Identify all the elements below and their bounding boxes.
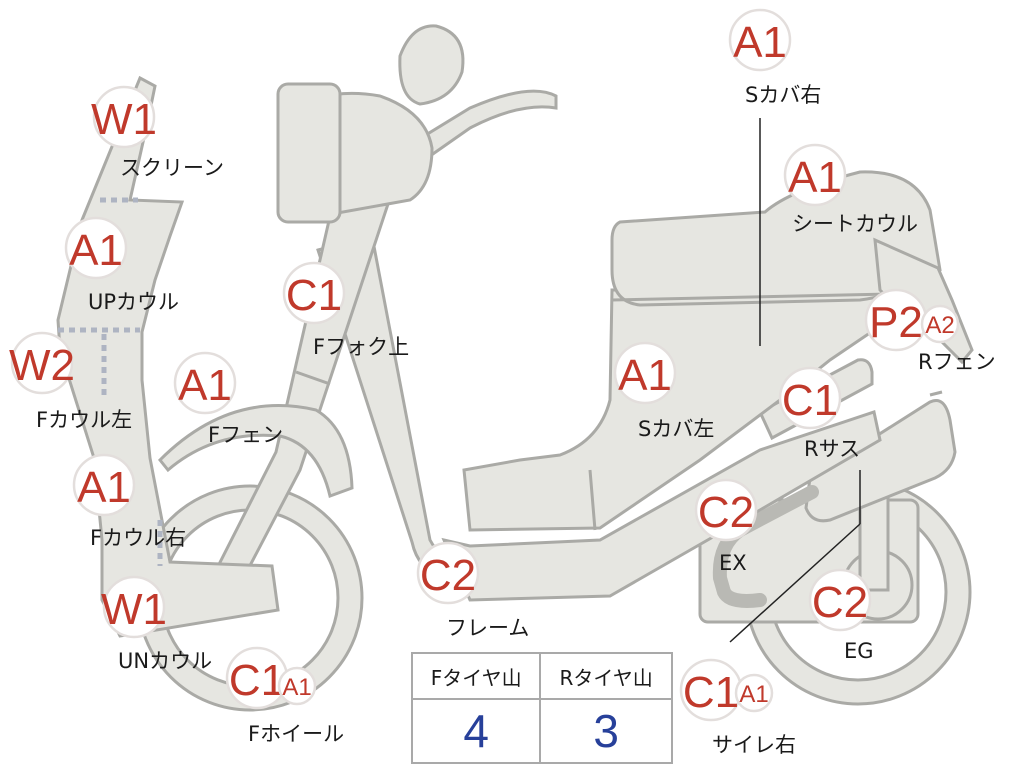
label-ffork-upper: Fフォク上 [313, 335, 409, 359]
svg-text:A1: A1 [282, 674, 311, 701]
svg-text:A1: A1 [69, 226, 123, 275]
label-seatcowl: シートカウル [792, 212, 918, 236]
svg-text:C1: C1 [782, 376, 838, 425]
badge-a1-ffender[interactable]: A1 [173, 351, 237, 415]
badge-w2-fcowl-left[interactable]: W2 [9, 331, 75, 395]
label-ffender: Fフェン [208, 423, 283, 447]
badge-w1-screen[interactable]: W1 [91, 85, 157, 149]
label-scover-left: Sカバ左 [638, 417, 714, 441]
svg-text:A1: A1 [77, 463, 131, 512]
svg-text:C1: C1 [286, 271, 342, 320]
label-muffler-right: サイレ右 [712, 733, 796, 757]
svg-text:C1: C1 [683, 668, 739, 717]
tire-tread-table: Fタイヤ山 Rタイヤ山 4 3 [410, 652, 673, 764]
rear-tire-value: 3 [539, 698, 673, 764]
svg-text:C2: C2 [812, 578, 868, 627]
label-frame: フレーム [446, 616, 529, 640]
frame [316, 234, 882, 602]
svg-text:A1: A1 [178, 361, 232, 410]
label-rfender: Rフェン [918, 350, 996, 374]
leader-lines [729, 118, 861, 643]
front-tire-header: Fタイヤ山 [410, 652, 542, 700]
badge-p2-rfender[interactable]: P2 [864, 288, 928, 352]
badge-c2-eg[interactable]: C2 [808, 568, 872, 632]
label-fcowl-right: Fカウル右 [90, 526, 186, 550]
muffler [804, 390, 957, 523]
svg-text:C2: C2 [698, 488, 754, 537]
svg-text:C2: C2 [420, 551, 476, 600]
front-fender [157, 404, 354, 498]
svg-text:P2: P2 [869, 298, 923, 347]
rear-tire-header: Rタイヤ山 [539, 652, 673, 700]
label-scover-right: Sカバ右 [745, 83, 821, 107]
label-fcowl-left: Fカウル左 [36, 408, 132, 432]
badge-a1-fwheel-small[interactable]: A1 [277, 666, 317, 706]
badge-w1-uncowl[interactable]: W1 [101, 575, 167, 639]
badge-c1-ffork[interactable]: C1 [282, 261, 346, 325]
label-uncowl: UNカウル [118, 649, 212, 673]
badge-c2-ex[interactable]: C2 [694, 478, 758, 542]
svg-text:W1: W1 [101, 585, 167, 634]
svg-text:A1: A1 [788, 153, 842, 202]
svg-text:C1: C1 [229, 656, 285, 705]
svg-text:W2: W2 [9, 341, 75, 390]
badge-a1-seatcowl[interactable]: A1 [783, 143, 847, 207]
badge-a1-muffler-right-small[interactable]: A1 [734, 673, 774, 713]
svg-text:A1: A1 [739, 681, 768, 708]
badge-c1-muffler-right[interactable]: C1 [679, 658, 743, 722]
label-eg: EG [844, 639, 874, 663]
label-upcowl: UPカウル [88, 290, 179, 314]
badge-a1-scover-right[interactable]: A1 [728, 8, 792, 72]
badge-a1-upcowl[interactable]: A1 [64, 216, 128, 280]
label-rsus: Rサス [804, 437, 860, 461]
svg-text:A1: A1 [733, 18, 787, 67]
badge-c1-rsus[interactable]: C1 [778, 366, 842, 430]
handlebar-assembly [276, 24, 558, 224]
label-ex: EX [719, 551, 747, 575]
badge-c1-fwheel[interactable]: C1 [225, 646, 289, 710]
badge-a1-fcowl-right[interactable]: A1 [72, 453, 136, 517]
badge-a1-scover-left[interactable]: A1 [613, 341, 677, 405]
badge-c2-frame[interactable]: C2 [416, 541, 480, 605]
label-screen: スクリーン [120, 156, 224, 180]
svg-text:W1: W1 [91, 95, 157, 144]
svg-text:A2: A2 [925, 312, 954, 339]
badge-a2-rfender-small[interactable]: A2 [920, 304, 960, 344]
label-fwheel: Fホイール [248, 722, 344, 746]
front-tire-value: 4 [410, 698, 542, 764]
svg-text:A1: A1 [618, 351, 672, 400]
